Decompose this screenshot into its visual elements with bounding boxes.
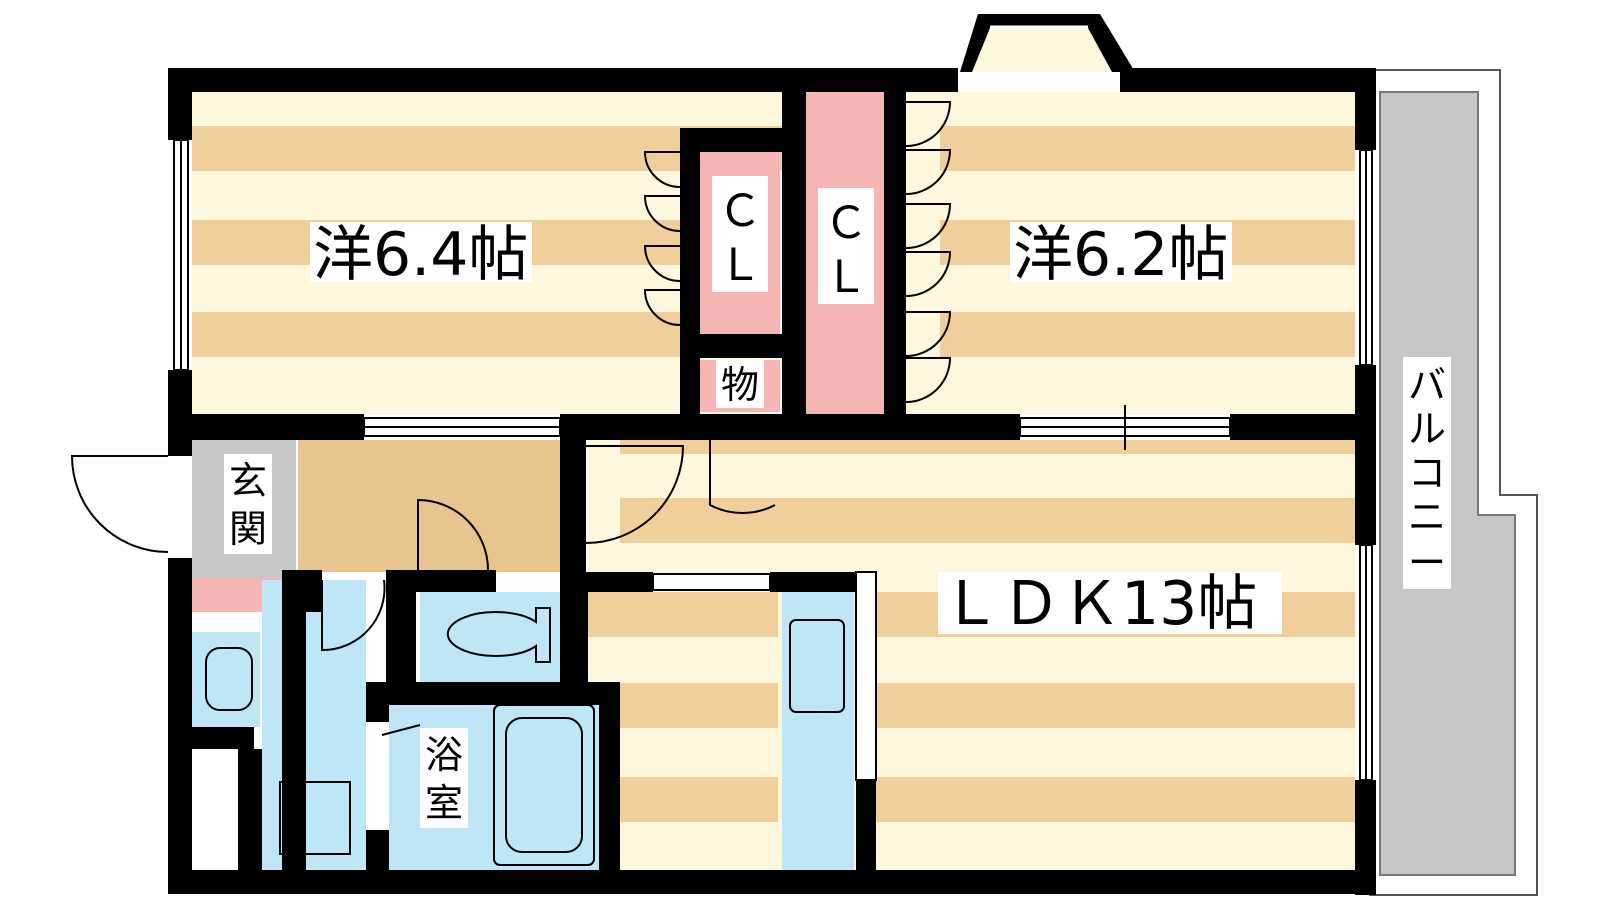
washbasin-icon bbox=[205, 647, 253, 711]
label-balcony-1: バ bbox=[1408, 363, 1446, 407]
label-western-right: 洋6.2帖 bbox=[1013, 220, 1228, 290]
windows bbox=[173, 139, 1373, 781]
label-storage: 物 bbox=[721, 363, 759, 407]
label-closet-left-l: Ｌ bbox=[718, 240, 762, 291]
bay-window bbox=[960, 14, 1135, 72]
floor-hall bbox=[298, 440, 560, 572]
label-balcony-2: ル bbox=[1408, 407, 1446, 451]
label-balcony-4: ニ bbox=[1408, 495, 1446, 539]
label-balcony-3: コ bbox=[1408, 451, 1446, 495]
washing-machine-icon bbox=[279, 781, 351, 855]
bathtub-icon bbox=[493, 704, 595, 866]
label-entrance-1: 玄 bbox=[229, 459, 267, 503]
walls bbox=[168, 68, 1376, 895]
label-entrance-2: 関 bbox=[229, 507, 267, 551]
label-bath-1: 浴 bbox=[425, 733, 463, 777]
floor-ldk bbox=[588, 440, 1355, 872]
label-western-left: 洋6.4帖 bbox=[313, 220, 528, 290]
balcony bbox=[1369, 69, 1538, 896]
doors bbox=[70, 101, 952, 652]
kitchen-sink-icon bbox=[789, 619, 845, 713]
room-labels: 洋6.4帖 洋6.2帖 ＬＤＫ13帖 Ｃ Ｌ Ｃ Ｌ 物 玄 関 浴 室 バ ル… bbox=[224, 176, 1446, 828]
label-closet-right-c: Ｃ bbox=[824, 198, 868, 249]
label-closet-left-c: Ｃ bbox=[718, 186, 762, 237]
label-balcony-5: ー bbox=[1408, 541, 1446, 585]
label-bath-2: 室 bbox=[425, 781, 463, 825]
toilet-icon bbox=[446, 607, 551, 663]
fixtures bbox=[205, 607, 845, 866]
label-ldk: ＬＤＫ13帖 bbox=[941, 569, 1257, 639]
label-closet-right-l: Ｌ bbox=[824, 252, 868, 303]
